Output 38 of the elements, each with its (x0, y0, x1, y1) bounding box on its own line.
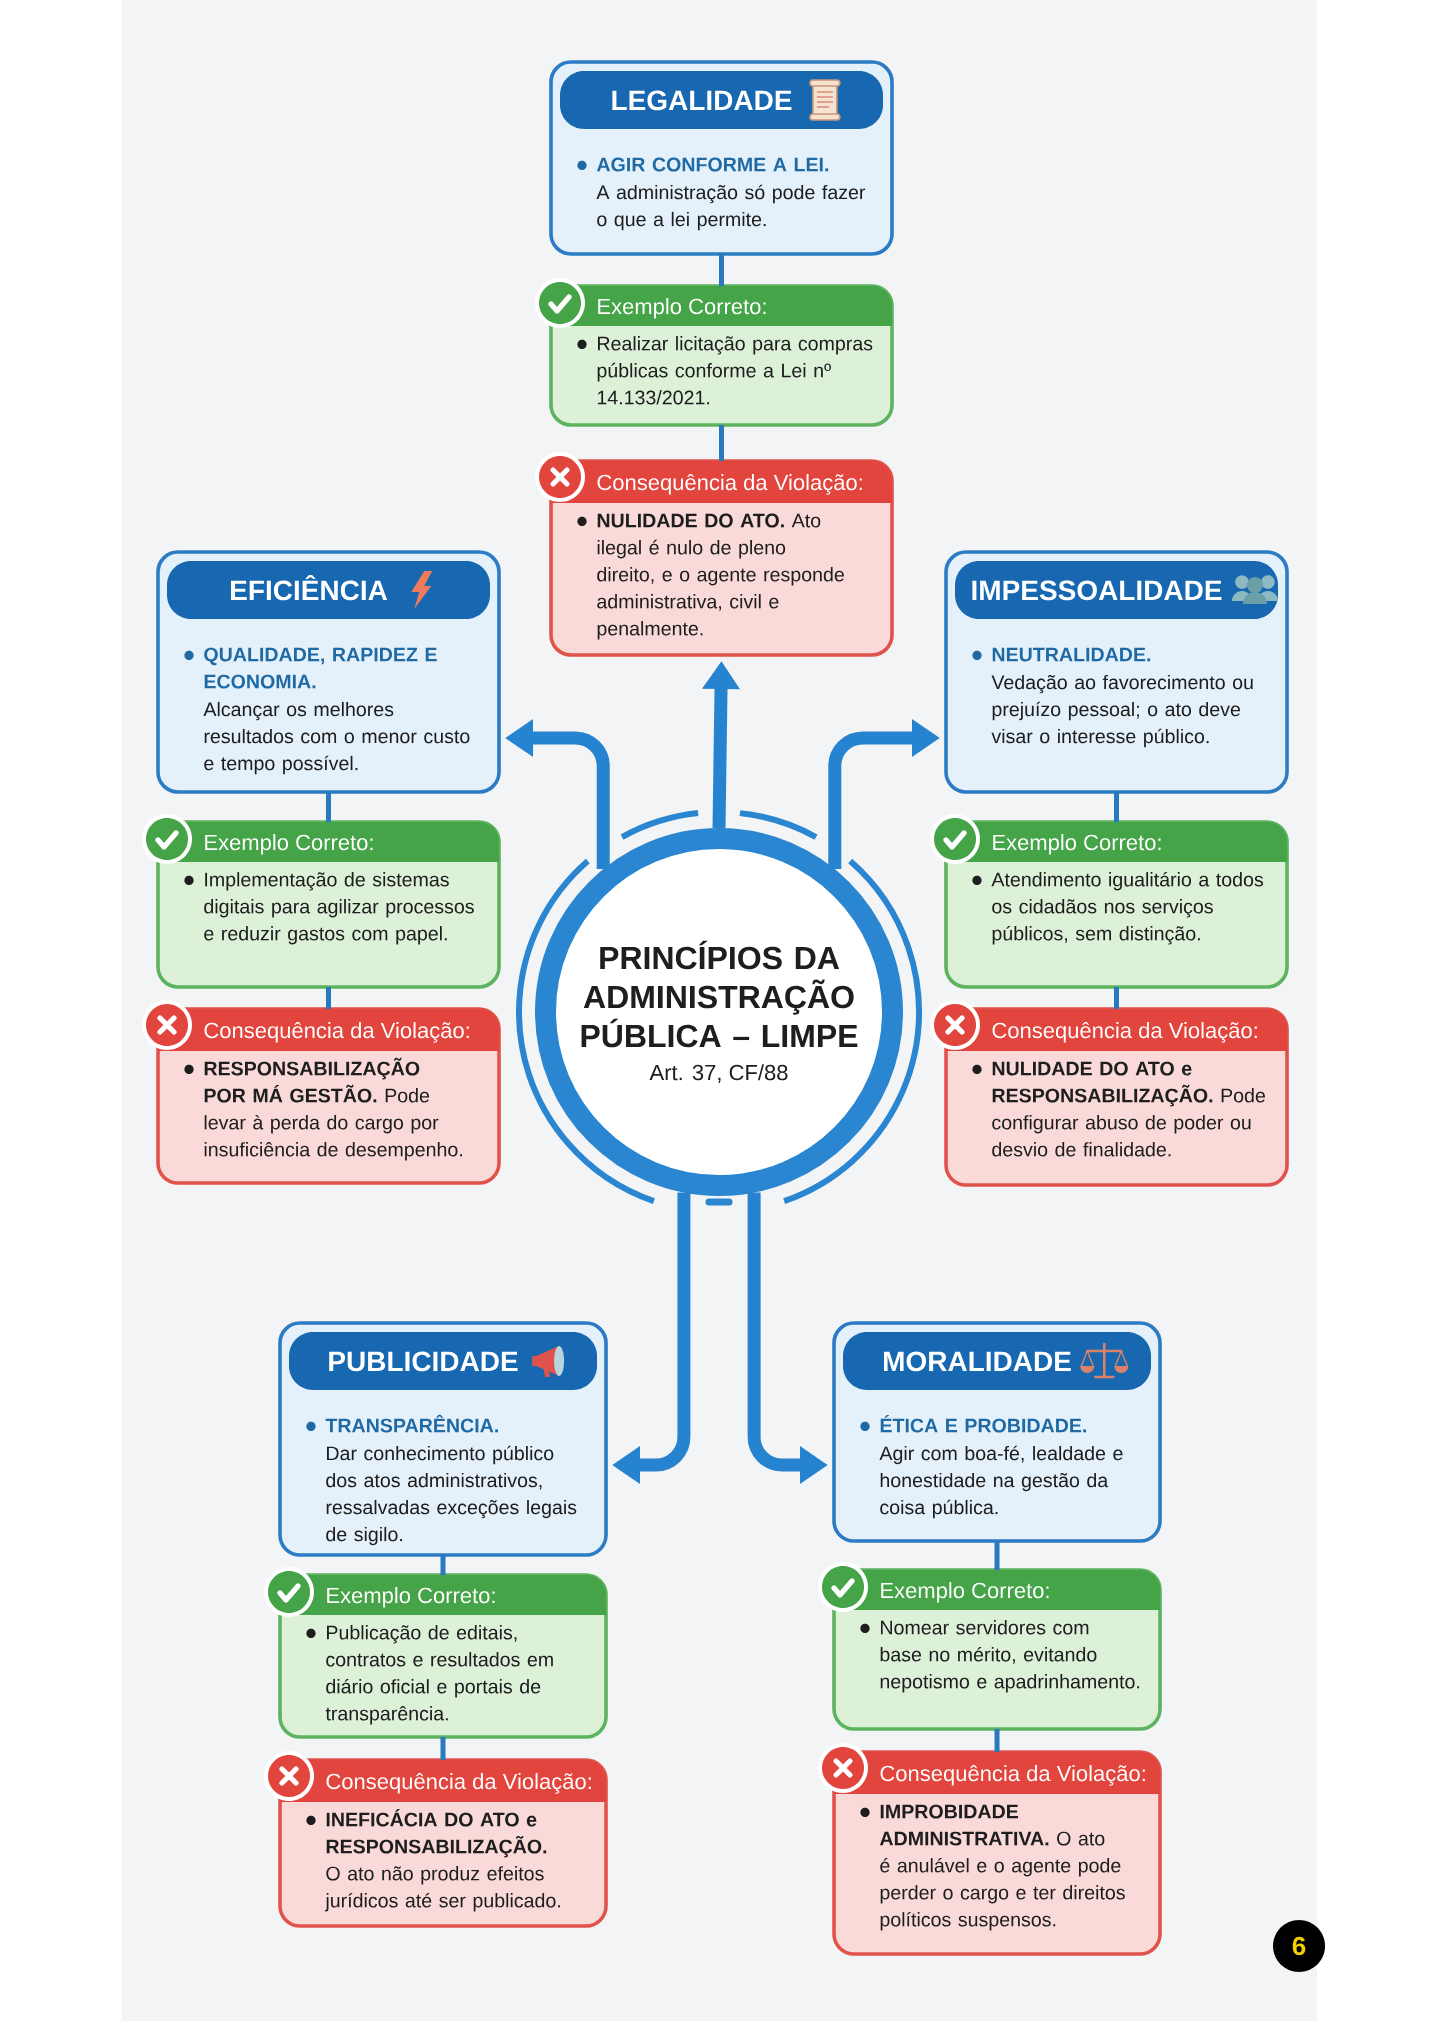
bullet-text: Atendimento igualitário a todos os cidadãos nos serviços públicos, sem distinção. (991, 871, 1264, 945)
connector-line (719, 425, 724, 461)
title-bar: MORALIDADE (843, 1332, 1151, 1390)
connector-line (440, 1737, 446, 1760)
body-text: Alcançar os melhores resultados com o menor custo e tempo possível. (203, 701, 470, 775)
title-bar: IMPESSOALIDADE (955, 561, 1278, 619)
body-text: Dar conhecimento público dos atos administrativos, ressalvadas exceções legais de sigilo. (326, 1445, 577, 1546)
bullet-text: Realizar licitação para compras públicas conforme a Lei nº 14.133/2021. (597, 336, 873, 405)
connector-line (326, 987, 331, 1009)
bullet-text: NULIDADE DO ATO e RESPONSABILIZAÇÃO. Pode configurar abuso de poder ou desvio de finalidade. (992, 1061, 1265, 1157)
body-text: Agir com boa-fé, lealdade e honestidade na gestão da coisa pública. (879, 1445, 1123, 1519)
connector-line (1114, 792, 1119, 822)
connector-line (994, 1541, 1000, 1570)
key-phrase: QUALIDADE, RAPIDEZ E ECONOMIA. (204, 647, 437, 689)
connector-line (326, 792, 331, 822)
body-text: Vedação ao favorecimento ou prejuízo pessoal; o ato deve visar o interesse público. (991, 674, 1253, 748)
title-bar: LEGALIDADE (560, 71, 883, 129)
bullet-text: Publicação de editais, contratos e resultados em diário oficial e portais de transparência. (325, 1625, 553, 1725)
bullet-text: INEFICÁCIA DO ATO e RESPONSABILIZAÇÃO. O ato não produz efeitos jurídicos até ser publicado. (324, 1808, 560, 1912)
bullet-text: Nomear servidores com base no mérito, evitando nepotismo e apadrinhamento. (880, 1620, 1140, 1693)
connector-line (719, 254, 724, 286)
connector-line (1114, 987, 1119, 1009)
title-bar: EFICIÊNCIA (167, 561, 490, 619)
bullet-text: Implementação de sistemas digitais para agilizar processos e reduzir gastos com papel. (204, 872, 474, 945)
hub-subtitle: Art. 37, CF/88 (649, 1064, 788, 1083)
body-text: A administração só pode fazer o que a lei permite. (596, 184, 866, 231)
bullet-text: IMPROBIDADE ADMINISTRATIVA. O ato é anulável e o agente pode perder o cargo e ter direitos políticos suspensos. (879, 1804, 1125, 1931)
key-phrase: NEUTRALIDADE. (992, 647, 1151, 662)
key-phrase: TRANSPARÊNCIA. (325, 1414, 498, 1433)
page-number: 6 (1273, 1920, 1325, 1972)
key-phrase: AGIR CONFORME A LEI. (596, 157, 829, 172)
connector-line (440, 1555, 446, 1575)
key-phrase: ÉTICA E PROBIDADE. (880, 1414, 1087, 1433)
bullet-text: NULIDADE DO ATO. Ato ilegal é nulo de pleno direito, e o agente responde administrativa, civil e penalmente. (597, 513, 844, 640)
title-bar: PUBLICIDADE (289, 1332, 597, 1390)
hub-title: PRINCÍPIOS DA ADMINISTRAÇÃO PÚBLICA – LIMPE (581, 940, 858, 1048)
connector-line (994, 1729, 1000, 1752)
bullet-text: RESPONSABILIZAÇÃO POR MÁ GESTÃO. Pode levar à perda do cargo por insuficiência de desempenho. (204, 1057, 462, 1161)
